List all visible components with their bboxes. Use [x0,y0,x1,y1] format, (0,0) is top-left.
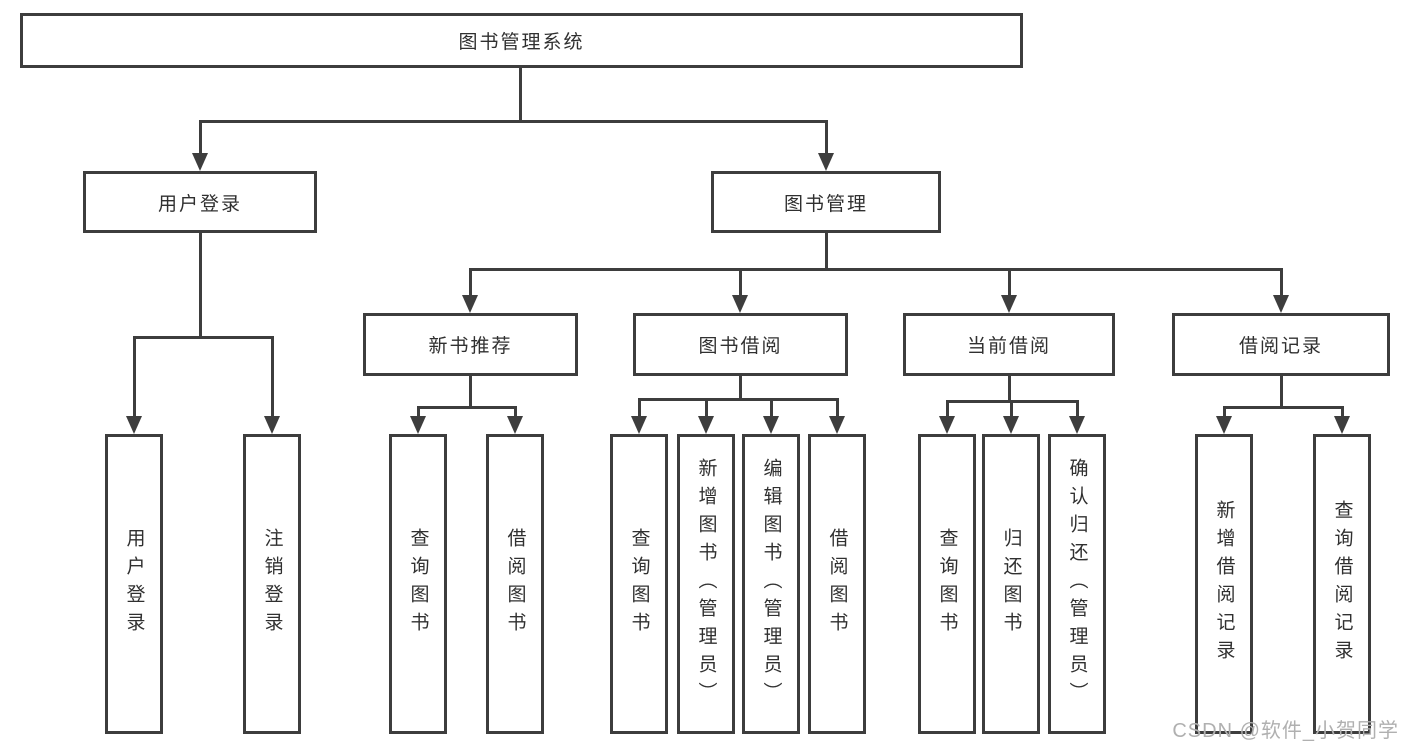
leaf-edit-book-admin: 编辑图书（管理员） [742,434,800,734]
arrow-down-icon [829,416,845,434]
node-current-borrow: 当前借阅 [903,313,1115,376]
arrow-down-icon [818,153,834,171]
leaf-label: 新增借阅记录 [1213,500,1235,668]
leaf-label: 注销登录 [261,528,283,640]
arrow-down-icon [1003,416,1019,434]
connector-records-bus [1223,406,1343,409]
arrow-down-icon [410,416,426,434]
leaf-label: 新增图书（管理员） [695,458,717,710]
leaf-label: 确认归还（管理员） [1066,458,1088,710]
arrow-down-icon [732,295,748,313]
connector-login-bus [133,336,274,339]
connector-shaft [271,336,274,416]
arrow-down-icon [507,416,523,434]
leaf-label: 查询图书 [407,528,429,640]
node-root-system: 图书管理系统 [20,13,1023,68]
node-borrow-records: 借阅记录 [1172,313,1390,376]
connector-recommend-drop [469,376,472,406]
arrow-down-icon [462,295,478,313]
connector-root-drop [519,68,522,120]
node-label: 图书管理系统 [458,32,585,53]
arrow-down-icon [698,416,714,434]
connector-mgmt-drop [825,233,828,268]
connector-login-drop [199,233,202,336]
connector-records-drop [1280,376,1283,406]
leaf-label: 编辑图书（管理员） [760,458,782,710]
leaf-borrow-book-1: 借阅图书 [486,434,544,734]
node-user-login-branch: 用户登录 [83,171,317,233]
leaf-logout: 注销登录 [243,434,301,734]
arrow-down-icon [192,153,208,171]
node-label: 当前借阅 [966,336,1051,357]
leaf-query-borrow-record: 查询借阅记录 [1313,434,1371,734]
leaf-query-book-2: 查询图书 [610,434,668,734]
leaf-label: 查询借阅记录 [1331,500,1353,668]
leaf-label: 借阅图书 [826,528,848,640]
node-book-management: 图书管理 [711,171,941,233]
connector-shaft [638,398,641,416]
leaf-label: 归还图书 [1000,528,1022,640]
connector-recommend-bus [417,406,517,409]
leaf-add-borrow-record: 新增借阅记录 [1195,434,1253,734]
leaf-user-login: 用户登录 [105,434,163,734]
leaf-confirm-return-admin: 确认归还（管理员） [1048,434,1106,734]
arrow-down-icon [1216,416,1232,434]
connector-shaft [770,398,773,416]
arrow-down-icon [264,416,280,434]
connector-shaft [739,268,742,295]
connector-shaft [514,406,517,416]
node-book-borrow: 图书借阅 [633,313,848,376]
leaf-label: 借阅图书 [504,528,526,640]
connector-borrow-drop [739,376,742,398]
arrow-down-icon [1069,416,1085,434]
arrow-down-icon [1334,416,1350,434]
connector-shaft [1010,400,1013,416]
connector-shaft [705,398,708,416]
connector-shaft [199,120,202,153]
arrow-down-icon [939,416,955,434]
connector-shaft [1280,268,1283,295]
connector-shaft [1223,406,1226,416]
arrow-down-icon [1001,295,1017,313]
node-label: 图书管理 [783,193,868,215]
connector-borrow-bus [638,398,838,401]
connector-current-drop [1008,376,1011,400]
connector-shaft [469,268,472,295]
leaf-add-book-admin: 新增图书（管理员） [677,434,735,734]
node-label: 用户登录 [157,193,242,215]
node-new-book-recommend: 新书推荐 [363,313,578,376]
arrow-down-icon [1273,295,1289,313]
connector-root-bus [199,120,828,123]
node-label: 借阅记录 [1238,336,1323,357]
connector-shaft [946,400,949,416]
leaf-label: 用户登录 [123,528,145,640]
leaf-query-book-3: 查询图书 [918,434,976,734]
arrow-down-icon [763,416,779,434]
leaf-query-book-1: 查询图书 [389,434,447,734]
csdn-watermark: CSDN @软件_小贺同学 [1172,720,1399,742]
arrow-down-icon [126,416,142,434]
connector-mgmt-bus [469,268,1283,271]
connector-shaft [836,398,839,416]
connector-shaft [1341,406,1344,416]
leaf-label: 查询图书 [936,528,958,640]
connector-shaft [133,336,136,416]
connector-shaft [417,406,420,416]
connector-shaft [1008,268,1011,295]
connector-shaft [825,120,828,153]
node-label: 新书推荐 [428,336,513,357]
arrow-down-icon [631,416,647,434]
leaf-label: 查询图书 [628,528,650,640]
leaf-return-book: 归还图书 [982,434,1040,734]
leaf-borrow-book-2: 借阅图书 [808,434,866,734]
node-label: 图书借阅 [698,336,783,357]
connector-shaft [1076,400,1079,416]
